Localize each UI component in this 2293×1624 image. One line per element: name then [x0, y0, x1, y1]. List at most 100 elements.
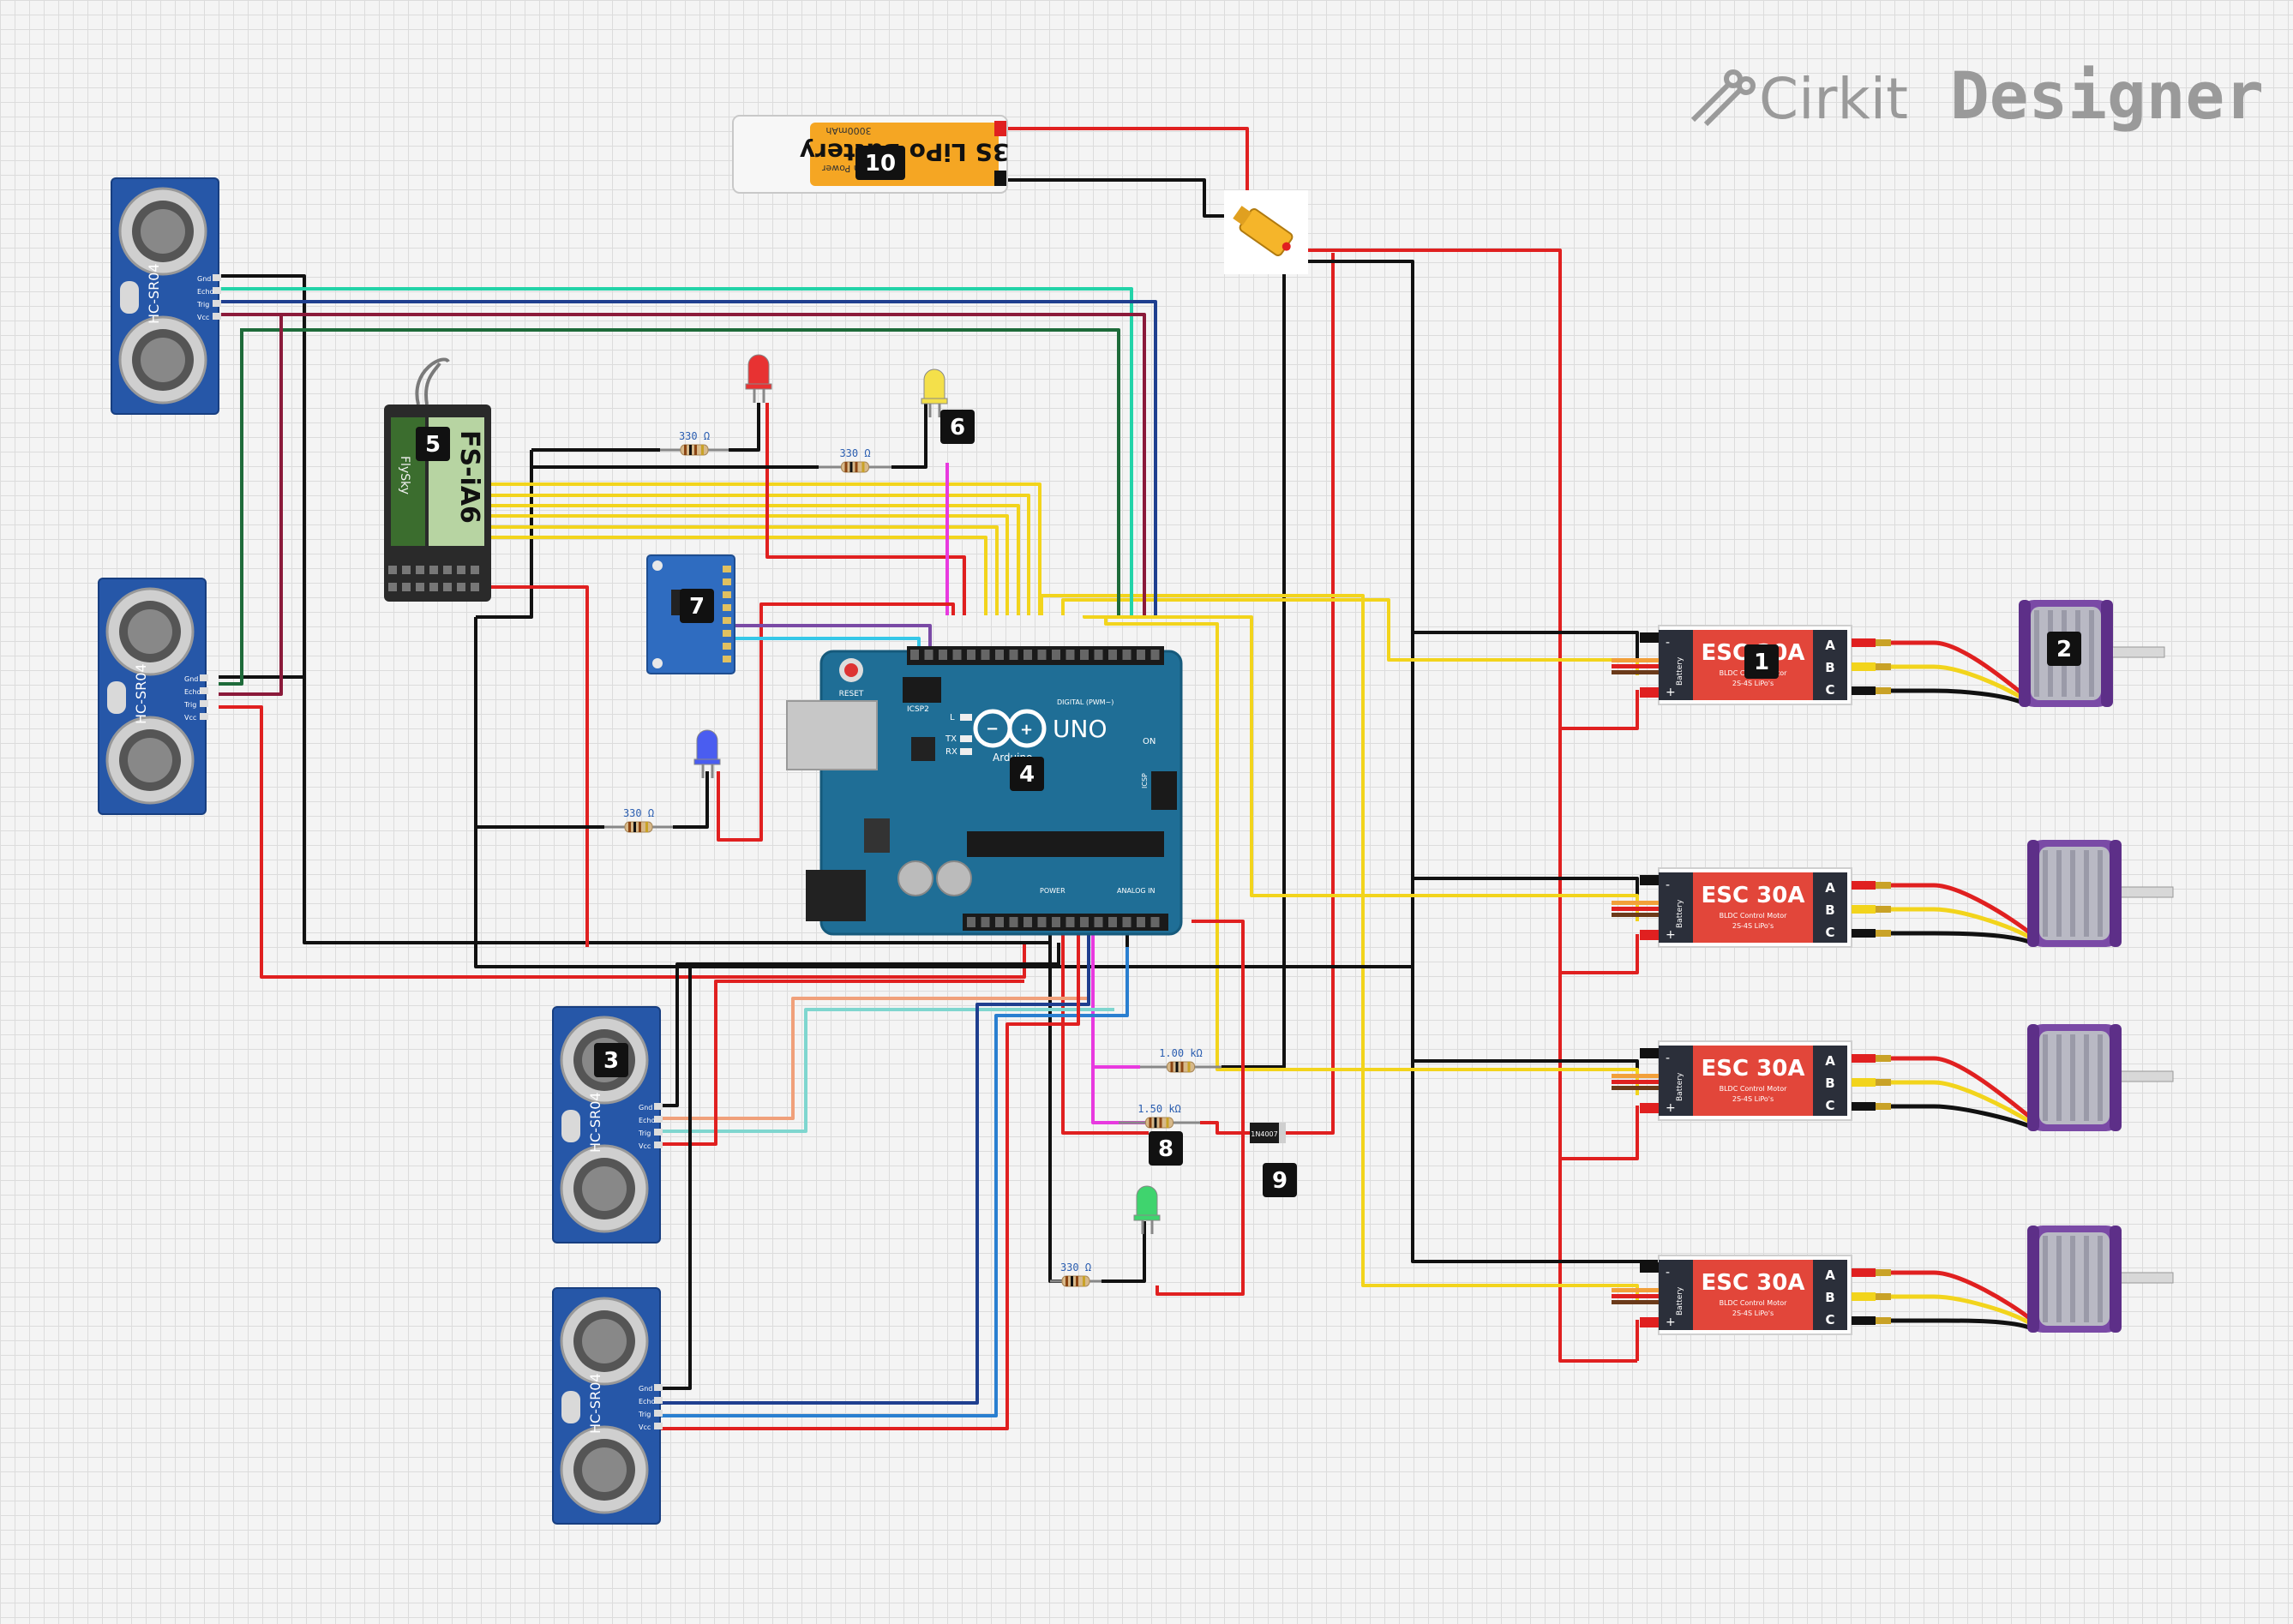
motor-phase-wire — [1891, 931, 2032, 945]
led[interactable] — [921, 369, 948, 417]
component-number: 2 — [2047, 632, 2081, 666]
wire-battery-black — [1003, 178, 1234, 218]
esc-phase-a: A — [1825, 1267, 1835, 1283]
wire-s2-echo — [219, 330, 243, 686]
motor-group — [2019, 600, 2174, 1333]
esc-subtitle: BLDC Control Motor — [1720, 912, 1788, 920]
resistor[interactable]: 330 Ω — [604, 807, 673, 833]
uno-power-pin — [1023, 917, 1032, 927]
wire-esc2-signal — [1083, 615, 1639, 921]
battery-sub2: 3000mAh — [825, 125, 871, 136]
receiver-pin — [388, 566, 397, 574]
sonar-pin-label: Trig — [638, 1411, 651, 1418]
esc-phase-a: A — [1825, 638, 1835, 653]
rc-receiver[interactable]: FS-iA6 FlySky — [384, 357, 491, 602]
wire-imu-sda — [716, 624, 932, 651]
xt60-connector[interactable] — [1224, 190, 1308, 274]
uno-power-pin — [981, 917, 990, 927]
esc-phase-c: C — [1825, 1312, 1834, 1327]
resistor[interactable]: 1.50 kΩ — [1119, 1103, 1200, 1129]
esc-battery-label: Battery — [1676, 656, 1684, 686]
wire-gnd-bus-2 — [474, 617, 1060, 968]
led[interactable] — [1133, 1185, 1161, 1234]
wire-bus-black-esc1 — [1413, 631, 1639, 664]
receiver-brand: FlySky — [398, 456, 411, 494]
diode-1n4007[interactable]: 1N4007 — [1250, 1123, 1286, 1143]
wire-s3-gnd — [660, 962, 1059, 1107]
bldc-motor[interactable] — [2027, 840, 2174, 947]
resistor-value: 330 Ω — [679, 430, 710, 442]
esc-phase-b: B — [1825, 660, 1834, 675]
resistor[interactable]: 1.00 kΩ — [1140, 1047, 1222, 1073]
component-number: 7 — [680, 589, 714, 623]
esc-phase-b: B — [1825, 902, 1834, 918]
arduino-icsp2-label: ICSP2 — [907, 705, 929, 714]
resistor[interactable]: 330 Ω — [660, 430, 729, 456]
esc-subtitle-2: 2S-4S LiPo's — [1732, 680, 1774, 687]
component-number: 5 — [416, 427, 450, 461]
esc-subtitle: BLDC Control Motor — [1720, 1299, 1788, 1307]
wire-s4-vcc — [660, 930, 1080, 1430]
resistor[interactable]: 330 Ω — [819, 447, 891, 473]
sonar-pin-label: Gnd — [184, 675, 198, 683]
uno-digital-pin — [1052, 650, 1060, 660]
imu-pin — [723, 656, 731, 662]
arduino-analog-label: ANALOG IN — [1117, 887, 1156, 895]
receiver-pin — [443, 566, 452, 574]
bldc-motor[interactable] — [2027, 1225, 2174, 1333]
wire-bus-red-esc1 — [1560, 690, 1639, 730]
component-number: 6 — [940, 410, 975, 444]
esc-minus: - — [1666, 1052, 1670, 1065]
wire-s4-echo — [660, 930, 1090, 1405]
receiver-pin — [402, 566, 411, 574]
uno-digital-pin — [1122, 650, 1131, 660]
esc-subtitle-2: 2S-4S LiPo's — [1732, 922, 1774, 930]
uno-power-pin — [1094, 917, 1103, 927]
led[interactable] — [745, 354, 772, 403]
esc-plus: + — [1666, 1101, 1676, 1115]
uno-digital-pin — [981, 650, 990, 660]
arduino-rx: RX — [945, 747, 957, 757]
esc-battery-label: Battery — [1676, 1286, 1684, 1315]
diode-part: 1N4007 — [1251, 1130, 1277, 1138]
imu-pin — [723, 591, 731, 598]
sonar-pin-label: Trig — [196, 301, 209, 309]
wire-bus-red-main — [1290, 249, 1637, 1363]
motor-phase-wire — [1891, 1294, 2033, 1327]
receiver-pin — [457, 566, 465, 574]
arduino-uno[interactable]: RESET ICSP2 − + UNO Arduino L TX RX ON D… — [786, 646, 1183, 936]
component-number-text: 1 — [1754, 650, 1769, 675]
arduino-l: L — [950, 713, 955, 722]
brand-logo: Cirkit Designer — [1690, 57, 2264, 134]
wire-s3-echo — [660, 997, 1090, 1120]
esc-subtitle-2: 2S-4S LiPo's — [1732, 1095, 1774, 1103]
wire-s2-trig — [219, 315, 283, 696]
resistor[interactable]: 330 Ω — [1050, 1261, 1101, 1287]
esc-plus: + — [1666, 1315, 1676, 1329]
wire-s3-trig — [660, 1008, 1114, 1133]
bldc-motor[interactable] — [2027, 1024, 2174, 1131]
component-number: 8 — [1149, 1131, 1183, 1166]
led[interactable] — [693, 729, 721, 778]
component-number-text: 2 — [2056, 637, 2072, 662]
uno-digital-pin — [1137, 650, 1145, 660]
wire-bus-black-main — [1290, 260, 1663, 1263]
esc-phase-c: C — [1825, 925, 1834, 940]
esc-subtitle: BLDC Control Motor — [1720, 1085, 1788, 1093]
wire-led-red-anode — [765, 403, 966, 615]
component-number-text: 8 — [1158, 1136, 1174, 1162]
bldc-motor[interactable] — [2019, 600, 2165, 707]
uno-power-pin — [1150, 917, 1160, 927]
component-number: 3 — [594, 1043, 628, 1077]
esc-phase-a: A — [1825, 880, 1835, 896]
